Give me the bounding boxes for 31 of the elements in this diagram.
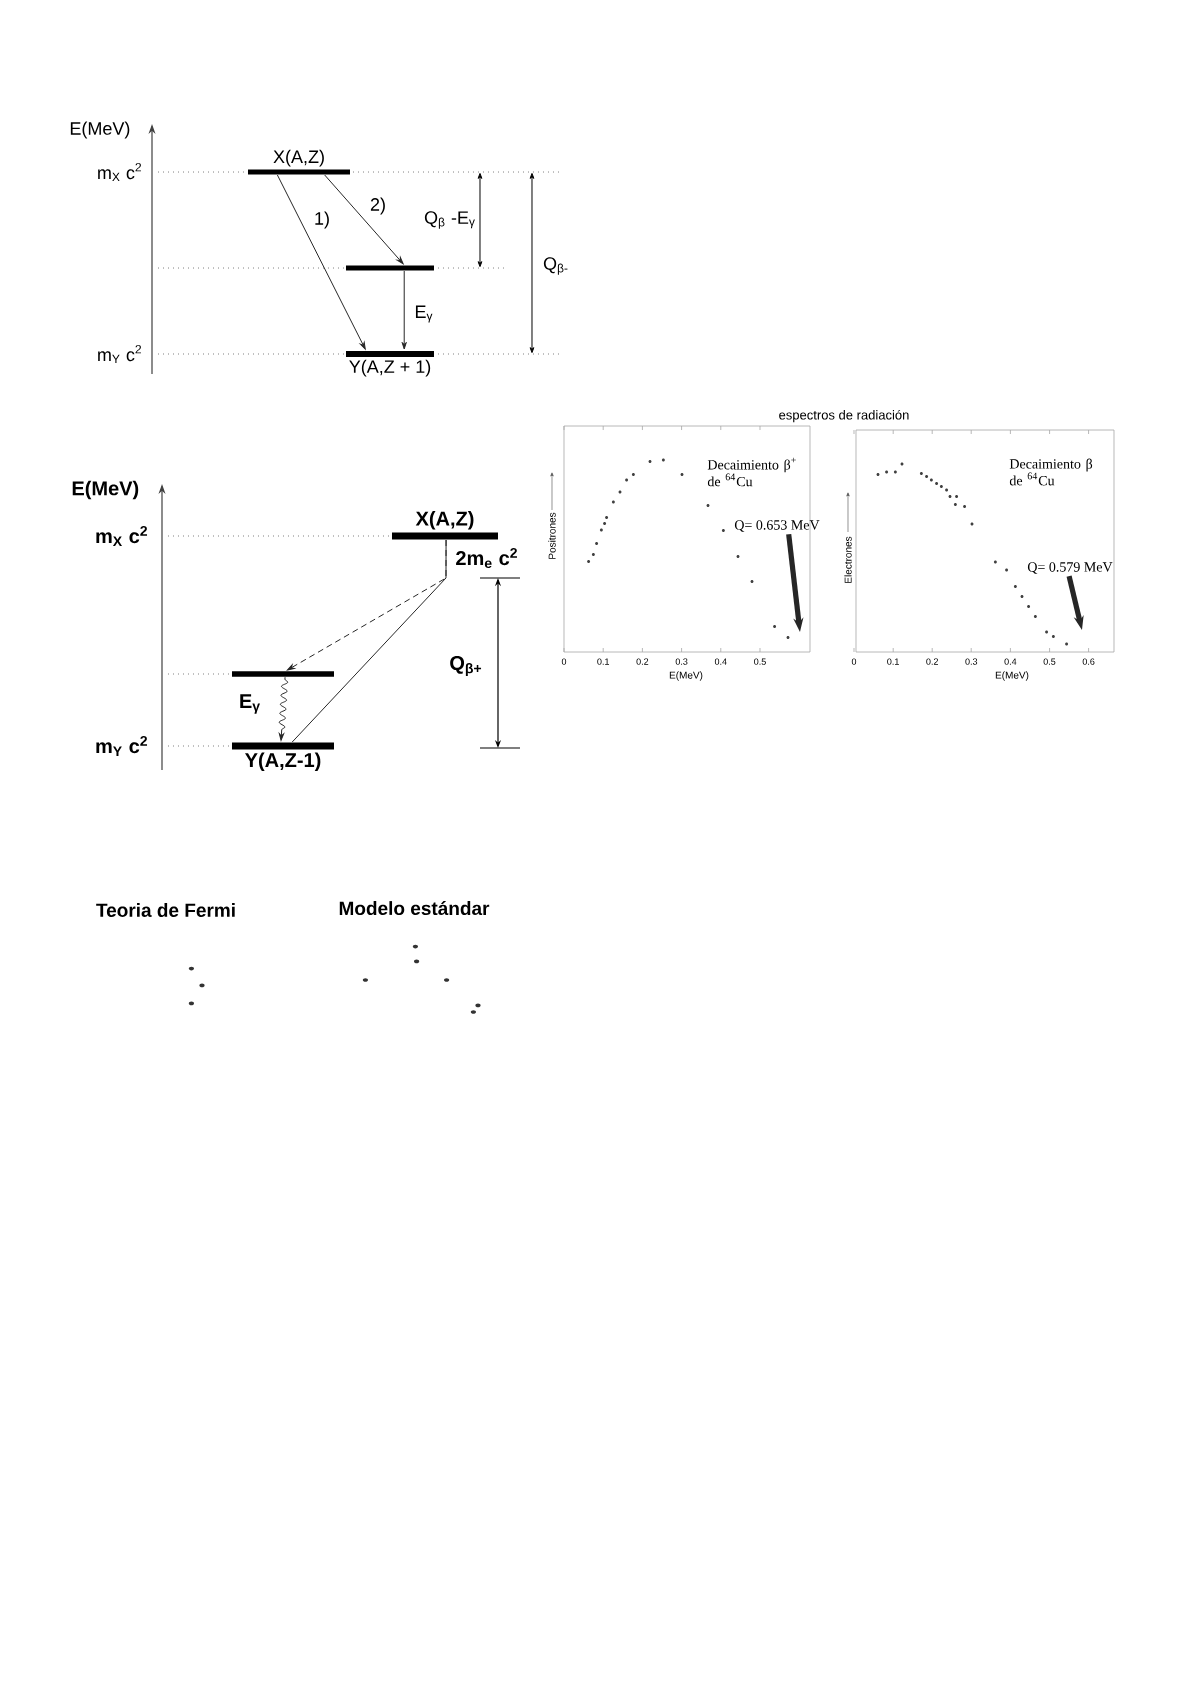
arrow <box>401 270 407 350</box>
energy-level: X(A,Z) <box>248 149 350 175</box>
connector-line <box>291 539 447 743</box>
edge-label: 2) <box>368 196 388 216</box>
section-heading: Modelo estándar <box>339 900 490 916</box>
dimension-label: Q$_{β-}$ <box>543 257 568 275</box>
arrow <box>276 174 366 350</box>
edge-label: E$_{γ}$ <box>237 692 263 716</box>
energy-level <box>232 671 334 677</box>
energy-level: Y(A,Z-1) <box>232 742 334 772</box>
axis-label: E(MeV) <box>72 480 139 500</box>
axis-label: E(MeV) <box>70 121 130 139</box>
wavy-arrow <box>278 676 289 741</box>
edge-label: 1) <box>312 210 332 230</box>
section-heading: Teoria de Fermi <box>96 903 235 917</box>
energy-label: 2m$_{e}$ c$^{2}$ <box>456 547 517 569</box>
energy-level <box>346 265 434 271</box>
node-label: X(A,Z) <box>273 149 324 167</box>
edge-label: E$_{γ}$ <box>412 304 436 325</box>
energy-level: Y(A,Z + 1) <box>346 351 434 377</box>
energy-label: m$_{X}$ c$^{2}$ <box>96 526 148 547</box>
node-label: X(A,Z) <box>415 510 474 530</box>
energy-label: m$_{X}$ c$^{2}$ <box>98 163 141 182</box>
dimension-label: Q$_{β+}$ <box>450 655 482 677</box>
dimension-label: Q$_{β}$ -E$_{γ}$ <box>424 211 475 229</box>
node-label: Y(A,Z + 1) <box>349 359 431 377</box>
energy-level: X(A,Z) <box>392 510 498 540</box>
energy-label: m$_{Y}$ c$^{2}$ <box>98 345 141 364</box>
energy-label: m$_{Y}$ c$^{2}$ <box>96 736 148 756</box>
arrow <box>324 174 404 265</box>
node-label: Y(A,Z-1) <box>245 752 321 772</box>
